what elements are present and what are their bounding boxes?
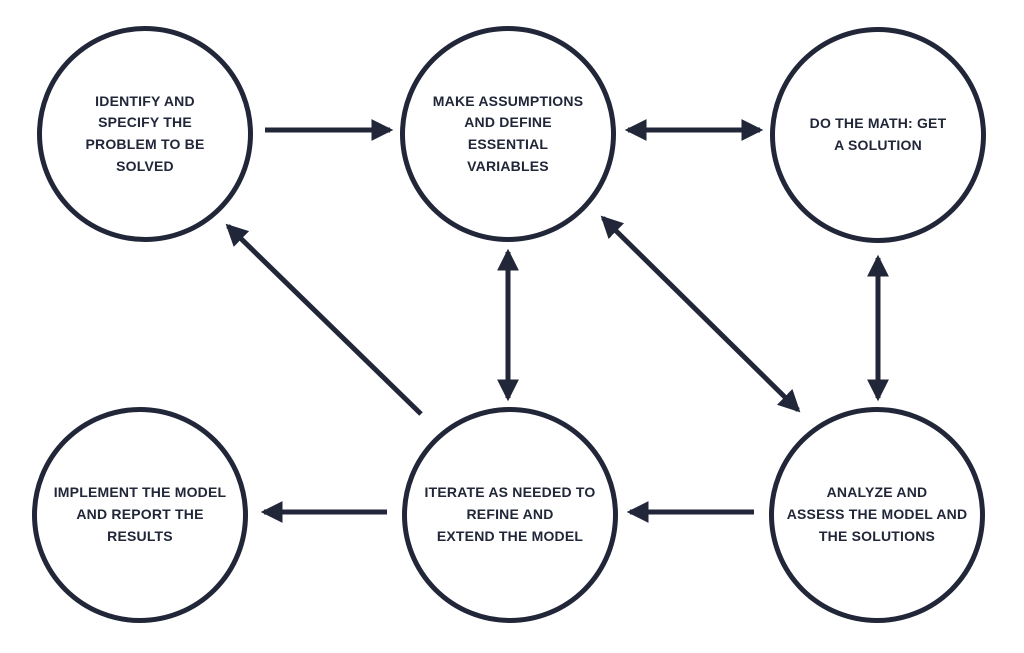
node-implement-model: IMPLEMENT THE MODEL AND REPORT THE RESUL… [32,407,248,623]
node-analyze-assess-label: ANALYZE AND ASSESS THE MODEL AND THE SOL… [786,484,968,544]
node-do-the-math-label: DO THE MATH: GET A SOLUTION [809,115,947,153]
node-analyze-assess: ANALYZE AND ASSESS THE MODEL AND THE SOL… [769,407,985,623]
node-iterate-refine: ITERATE AS NEEDED TO REFINE AND EXTEND T… [402,407,618,623]
node-iterate-refine-label: ITERATE AS NEEDED TO REFINE AND EXTEND T… [424,484,596,544]
node-do-the-math: DO THE MATH: GET A SOLUTION [770,27,986,243]
node-make-assumptions: MAKE ASSUMPTIONS AND DEFINE ESSENTIAL VA… [400,26,616,242]
node-make-assumptions-label: MAKE ASSUMPTIONS AND DEFINE ESSENTIAL VA… [432,92,584,174]
node-identify-problem-label: IDENTIFY AND SPECIFY THE PROBLEM TO BE S… [85,92,205,174]
arrow-assumptions-analyze-double [600,215,801,413]
node-identify-problem: IDENTIFY AND SPECIFY THE PROBLEM TO BE S… [37,26,253,242]
node-implement-model-label: IMPLEMENT THE MODEL AND REPORT THE RESUL… [53,484,227,544]
arrow-iterate-to-identify [225,223,423,416]
